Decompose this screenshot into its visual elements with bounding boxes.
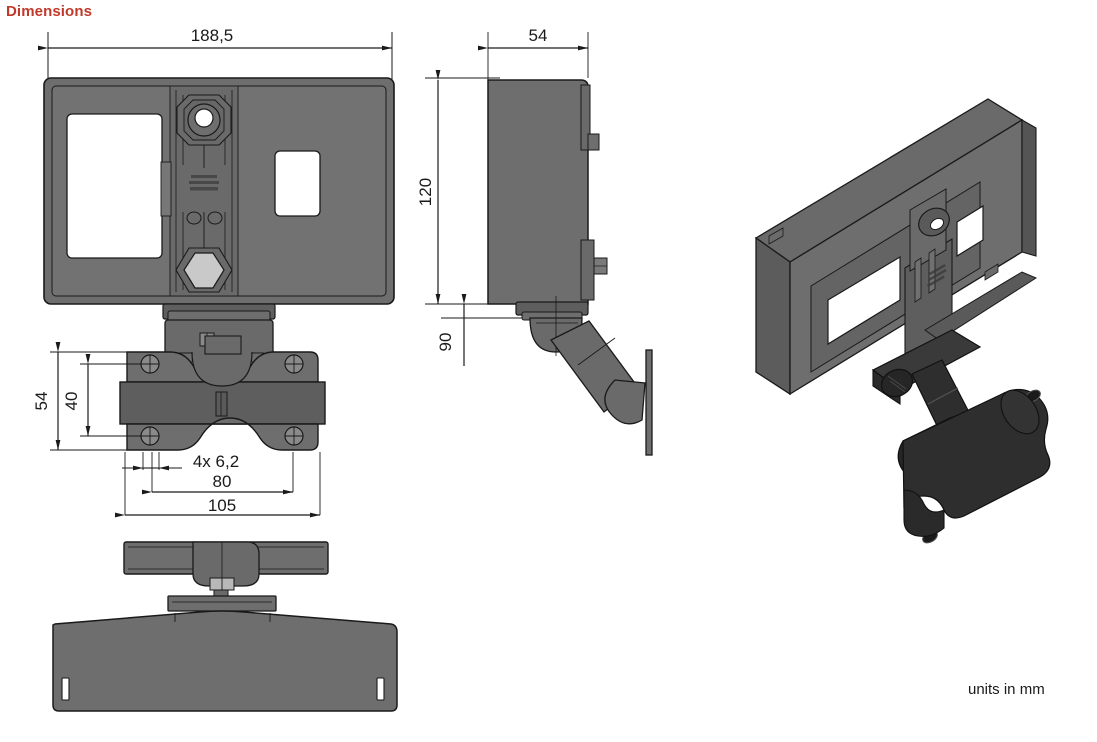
front-top-hole [194,108,214,128]
front-housing [43,77,395,305]
iso-left-cutout [827,255,901,346]
side-wall-plate [645,349,653,456]
iso-boss-hole [929,217,945,231]
front-molded-marking [189,175,219,191]
front-hex-recess [183,252,225,289]
dimension-hole-diameter-label: 4x 6,2 [193,452,239,471]
dimension-hole-spacing-v-label: 40 [62,392,81,411]
side-tab-upper [587,133,600,151]
mount-extension-lines [50,351,321,515]
front-pin-hole-left [186,211,202,225]
iso-left-face [755,236,791,396]
dimension-hole-spacing-v: 40 [62,354,91,436]
iso-bottom-ledge [924,271,1038,341]
units-note: units in mm [968,681,1045,698]
bottom-view-plate [167,595,277,612]
dimension-hole-diameter: 4x 6,2 [122,452,239,471]
dimension-height-overall: 120 [416,70,441,304]
side-body [487,79,589,305]
front-pin-hole-right [207,211,223,225]
front-view-extension-lines [47,32,393,82]
dimension-hole-spacing-h: 80 [142,472,293,495]
bottom-view-slot-left [61,677,70,701]
dimension-width-overall-label: 188,5 [191,26,234,45]
dimension-hole-spacing-h-label: 80 [213,472,232,491]
page-title: Dimensions [6,3,93,20]
front-view: 188,5 [38,26,395,363]
iso-molded-marking [927,264,947,288]
iso-right-cutout [956,204,984,258]
mount-plate-bottom [126,417,319,451]
bottom-view-boss [192,541,260,587]
iso-mount-arm [871,329,1051,544]
isometric-view [754,98,1051,544]
dimension-bracket-width-label: 105 [208,496,236,515]
bottom-view-shroud [52,610,398,712]
dimension-depth-overall-label: 54 [529,26,548,45]
iso-swivel-cap [1000,389,1040,435]
front-right-cutout [274,150,321,217]
front-left-cutout [66,113,163,259]
dimension-width-overall: 188,5 [38,26,392,51]
dimension-bracket-width: 105 [115,496,320,518]
dimension-depth-overall: 54 [478,26,588,51]
mount-plate-view: 54 40 4x 6,2 80 105 [32,335,326,518]
dimension-pivot-offset-label: 90 [436,333,455,352]
side-view: 54 120 90 [416,26,653,456]
dimension-pivot-offset: 90 [436,294,467,366]
mount-pivot-ball [191,351,253,387]
bottom-view-slot-right [376,677,385,701]
bottom-view [52,541,398,712]
iso-right-wall [1021,119,1037,257]
dimension-bracket-height: 54 [32,342,61,450]
side-ball-joint-lower [604,379,646,425]
dimension-bracket-height-label: 54 [32,392,51,411]
dimension-height-overall-label: 120 [416,178,435,206]
